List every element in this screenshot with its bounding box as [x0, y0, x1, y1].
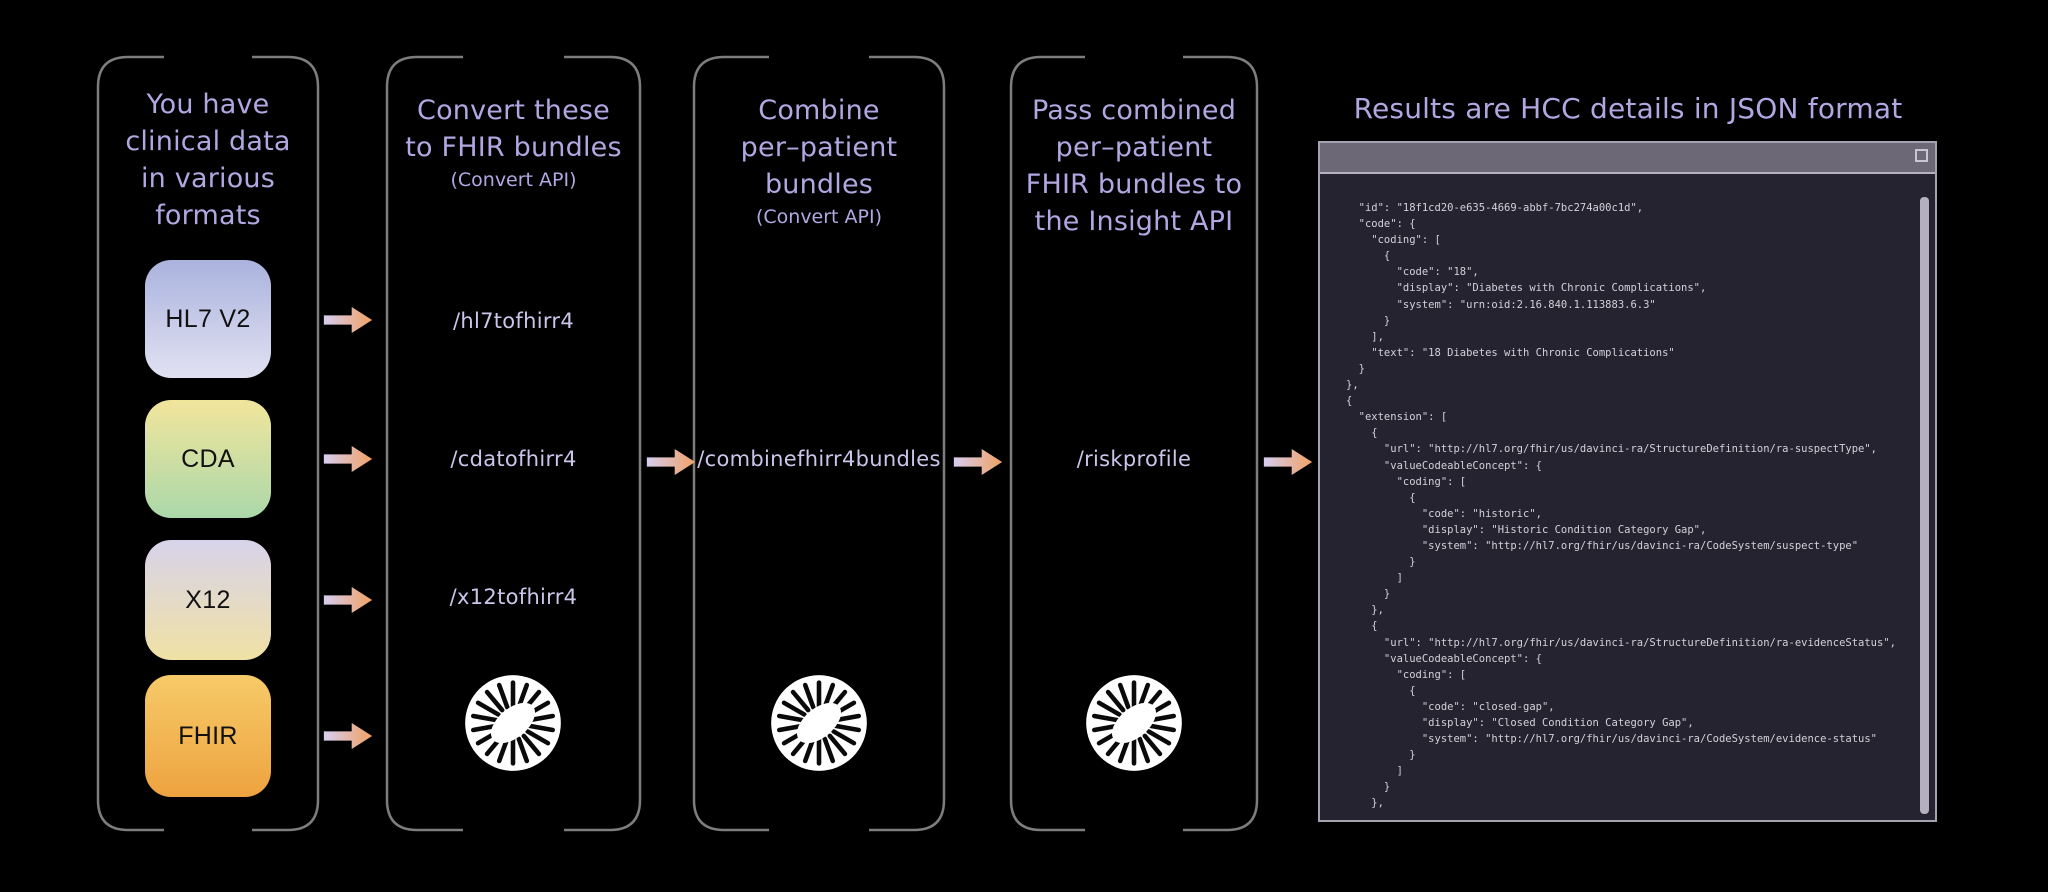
endpoint-cdatofhirr4: /cdatofhirr4	[450, 447, 577, 471]
format-box-label: HL7 V2	[165, 304, 251, 333]
arrow-right-icon	[1262, 445, 1314, 479]
format-box-label: CDA	[181, 444, 235, 473]
results-title: Results are HCC details in JSON format	[1353, 92, 1903, 125]
format-box-cda: CDA	[145, 400, 271, 518]
arrow-right-icon	[322, 442, 374, 476]
column-title-pass-insight: Pass combined per–patient FHIR bundles t…	[1025, 95, 1243, 237]
spinner-icon	[1082, 671, 1186, 775]
format-box-label: FHIR	[178, 721, 238, 750]
column-title-formats: You have clinical data in various format…	[125, 89, 291, 231]
column-title-convert: Convert these to FHIR bundles	[405, 95, 622, 163]
format-box-fhir: FHIR	[145, 675, 271, 797]
column-subtitle-convert-api: (Convert API)	[450, 169, 577, 191]
maximize-icon[interactable]	[1915, 149, 1928, 162]
arrow-right-icon	[322, 719, 374, 753]
spinner-icon	[461, 671, 565, 775]
format-box-label: X12	[185, 585, 231, 614]
endpoint-x12tofhirr4: /x12tofhirr4	[449, 585, 578, 609]
column-subtitle-convert-api: (Convert API)	[755, 206, 883, 228]
arrow-right-icon	[952, 445, 1004, 479]
format-box-hl7v2: HL7 V2	[145, 260, 271, 378]
endpoint-riskprofile: /riskprofile	[1076, 447, 1192, 471]
arrow-right-icon	[322, 303, 374, 337]
column-title-combine: Combine per–patient bundles	[740, 95, 898, 200]
endpoint-combinefhirr4bundles: /combinefhirr4bundles	[697, 447, 941, 471]
json-code: "id": "18f1cd20-e635-4669-abbf-7bc274a00…	[1346, 202, 1896, 810]
json-results-window: "id": "18f1cd20-e635-4669-abbf-7bc274a00…	[1318, 141, 1937, 822]
scrollbar-thumb[interactable]	[1920, 197, 1929, 814]
endpoint-hl7tofhirr4: /hl7tofhirr4	[452, 309, 575, 333]
window-title-bar	[1320, 143, 1935, 174]
format-box-x12: X12	[145, 540, 271, 660]
arrow-right-icon	[322, 583, 374, 617]
arrow-right-icon	[645, 445, 697, 479]
spinner-icon	[767, 671, 871, 775]
